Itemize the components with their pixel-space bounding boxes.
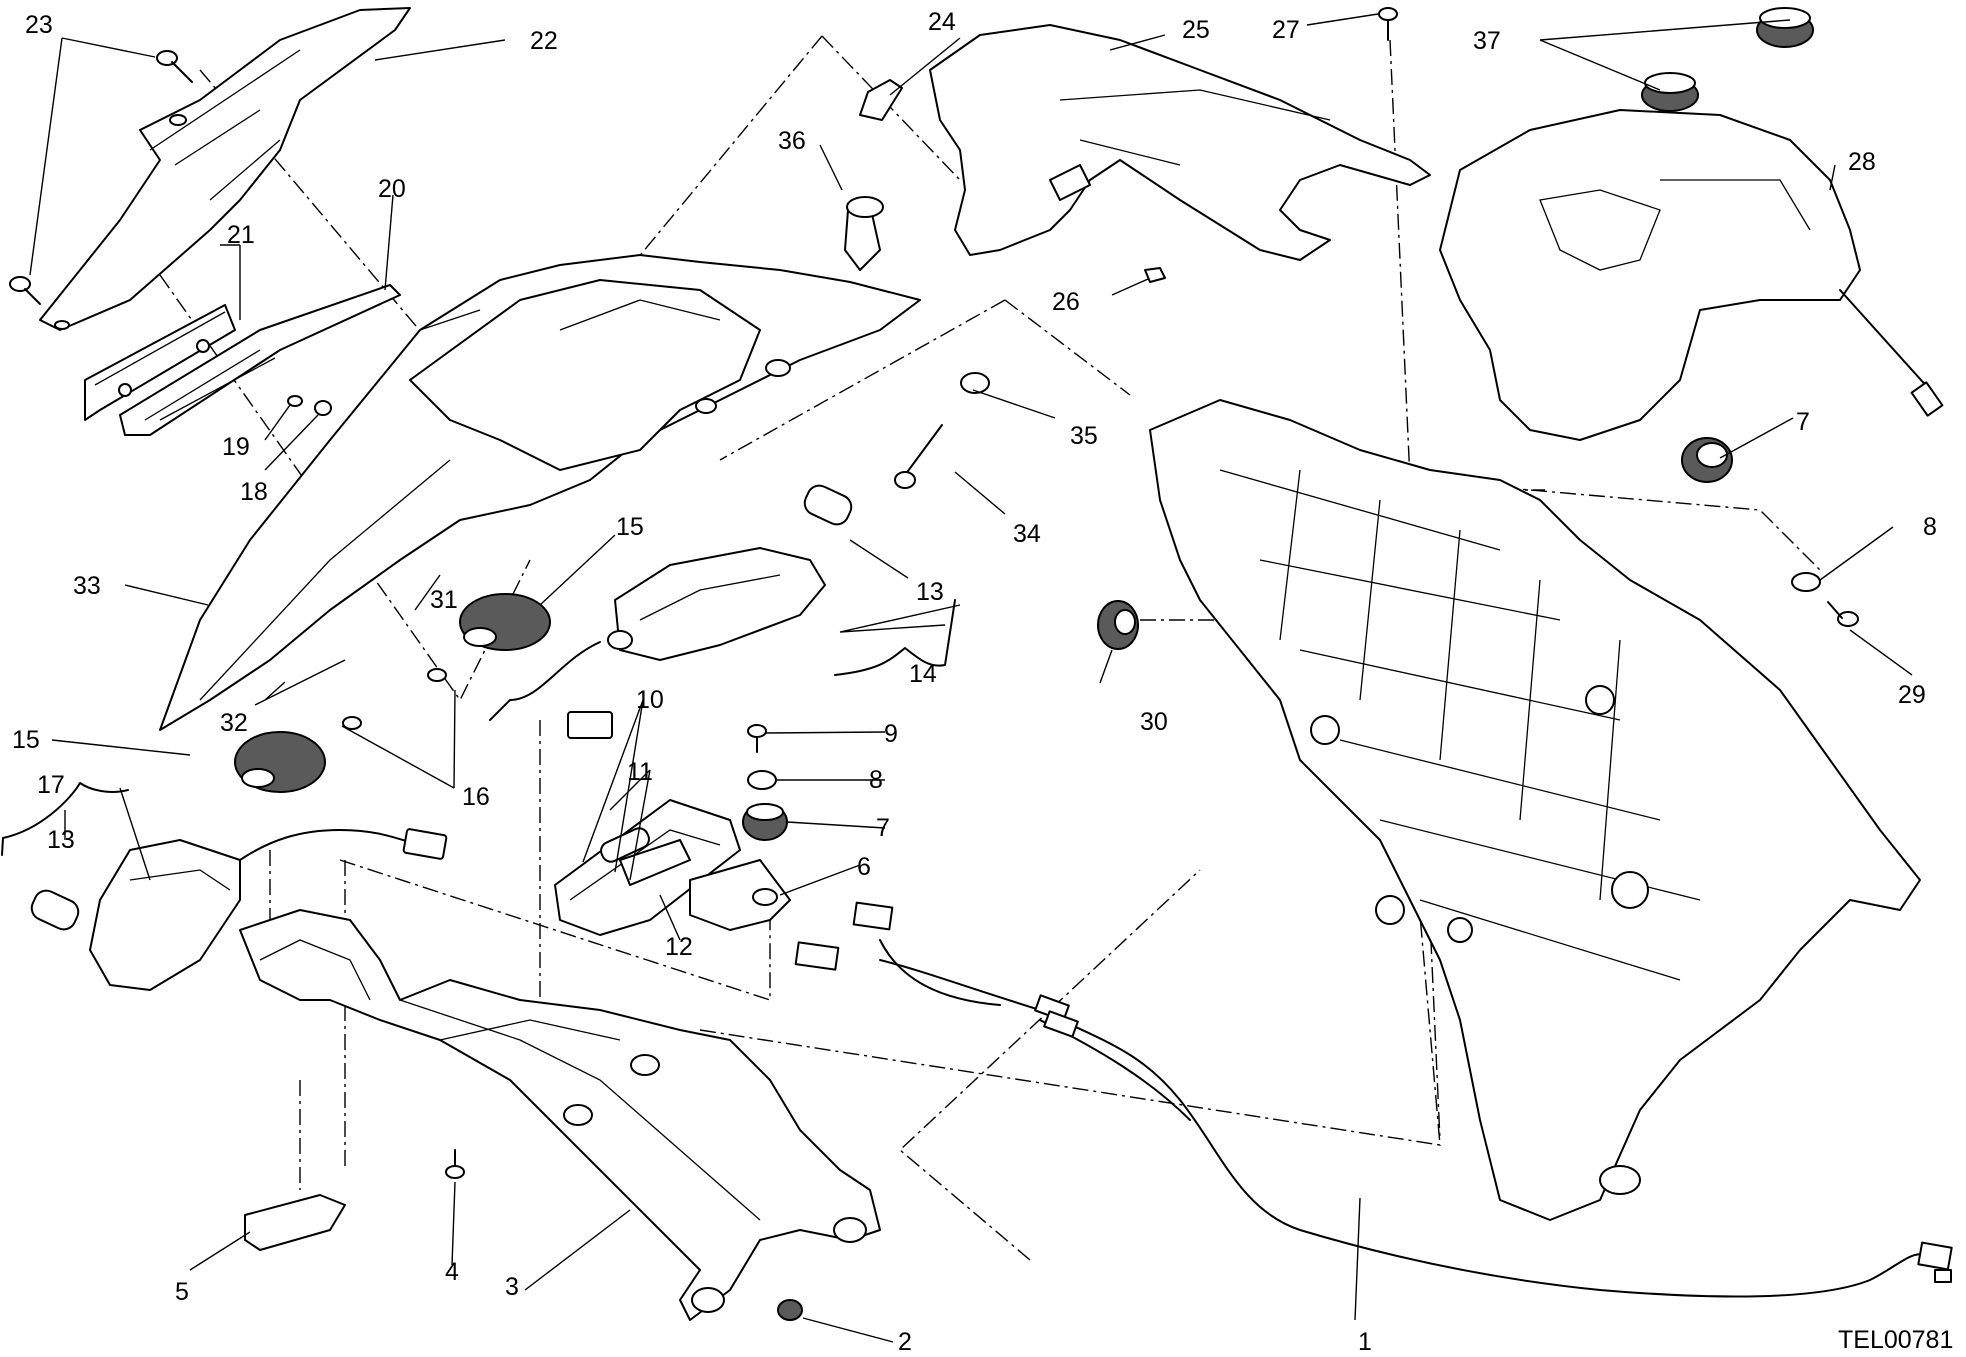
- label-19: 19: [222, 433, 250, 461]
- label-36: 36: [778, 127, 806, 155]
- rubber-grommet-center: [742, 803, 788, 841]
- label-25: 25: [1182, 16, 1210, 44]
- leader-lines: [29, 13, 1913, 1343]
- indicator-rubber-right: [459, 593, 551, 651]
- label-20: 20: [378, 175, 406, 203]
- screw-right: [1827, 601, 1859, 627]
- plate-light-support: [119, 284, 401, 436]
- label-3: 3: [505, 1273, 519, 1301]
- label-37: 37: [1473, 27, 1501, 55]
- label-8-center: 8: [869, 766, 883, 794]
- long-bolt: [894, 424, 943, 489]
- bracket-screw-upper: [156, 50, 193, 83]
- label-26: 26: [1052, 288, 1080, 316]
- washer-and-nut: [287, 395, 332, 416]
- turn-indicator-left: [89, 828, 448, 991]
- label-35: 35: [1070, 422, 1098, 450]
- label-4: 4: [445, 1258, 459, 1286]
- label-7-right: 7: [1796, 408, 1810, 436]
- label-32: 32: [220, 709, 248, 737]
- rear-mudguard: [159, 254, 921, 731]
- label-13-left: 13: [47, 826, 75, 854]
- bolt-washer: [960, 372, 990, 394]
- label-12: 12: [665, 933, 693, 961]
- indicator-rubber-left: [234, 731, 326, 793]
- grommet-30: [1097, 600, 1139, 650]
- plate-light: [84, 304, 236, 421]
- label-22: 22: [530, 27, 558, 55]
- group-brace-17: [1, 782, 129, 856]
- wiring-harness: [794, 901, 1953, 1298]
- rubber-grommet-right: [1681, 437, 1733, 483]
- label-30: 30: [1140, 708, 1168, 736]
- reflector: [244, 1194, 346, 1251]
- tail-light-cap-small: [1641, 72, 1699, 112]
- tail-cover: [929, 24, 1431, 261]
- label-33: 33: [73, 572, 101, 600]
- washer-center: [747, 770, 777, 790]
- label-8-right: 8: [1923, 513, 1937, 541]
- cover-screw: [1378, 7, 1398, 41]
- label-21: 21: [227, 221, 255, 249]
- label-27: 27: [1272, 16, 1300, 44]
- license-plate-support: [239, 909, 881, 1321]
- cover-fastener-small: [1144, 267, 1166, 283]
- bracket-assembly: [554, 799, 791, 936]
- indicator-bulb-left: [30, 889, 80, 931]
- label-7-center: 7: [876, 814, 890, 842]
- label-10: 10: [636, 686, 664, 714]
- label-23: 23: [25, 11, 53, 39]
- label-29: 29: [1898, 681, 1926, 709]
- label-1: 1: [1358, 1328, 1372, 1356]
- bracket-screw-lower: [9, 276, 41, 305]
- group-brace-14: [834, 599, 956, 676]
- label-5: 5: [175, 1278, 189, 1306]
- spacer-bushing: [844, 196, 884, 271]
- turn-indicator-right: [489, 547, 826, 739]
- cover-clip: [859, 79, 903, 121]
- plate-support-bolt: [777, 1299, 803, 1321]
- label-13-right: 13: [916, 578, 944, 606]
- label-6: 6: [857, 853, 871, 881]
- plate-holder-bracket: [39, 7, 411, 331]
- label-15-upper: 15: [616, 513, 644, 541]
- rear-subframe: [1149, 399, 1921, 1221]
- label-34: 34: [1013, 520, 1041, 548]
- screw-center: [747, 724, 767, 753]
- plate-support-screw: [445, 1149, 465, 1179]
- indicator-bulb-right: [803, 484, 853, 526]
- label-9: 9: [884, 720, 898, 748]
- washer-right: [1791, 572, 1821, 592]
- label-18: 18: [240, 478, 268, 506]
- label-28: 28: [1848, 148, 1876, 176]
- drawing-code: TEL00781: [1838, 1326, 1953, 1354]
- label-16: 16: [462, 783, 490, 811]
- part-labels: 1 2 3 4 5 6 7 7 8 8 9 10 11 12 13 13 14 …: [12, 8, 1953, 1356]
- label-17: 17: [37, 771, 65, 799]
- label-31: 31: [430, 586, 458, 614]
- tail-light-cap-large: [1756, 7, 1814, 48]
- tail-light: [1439, 109, 1944, 441]
- label-2: 2: [898, 1328, 912, 1356]
- label-24: 24: [928, 8, 956, 36]
- label-11: 11: [627, 758, 653, 786]
- indicator-screws: [342, 668, 447, 730]
- label-15-lower: 15: [12, 726, 40, 754]
